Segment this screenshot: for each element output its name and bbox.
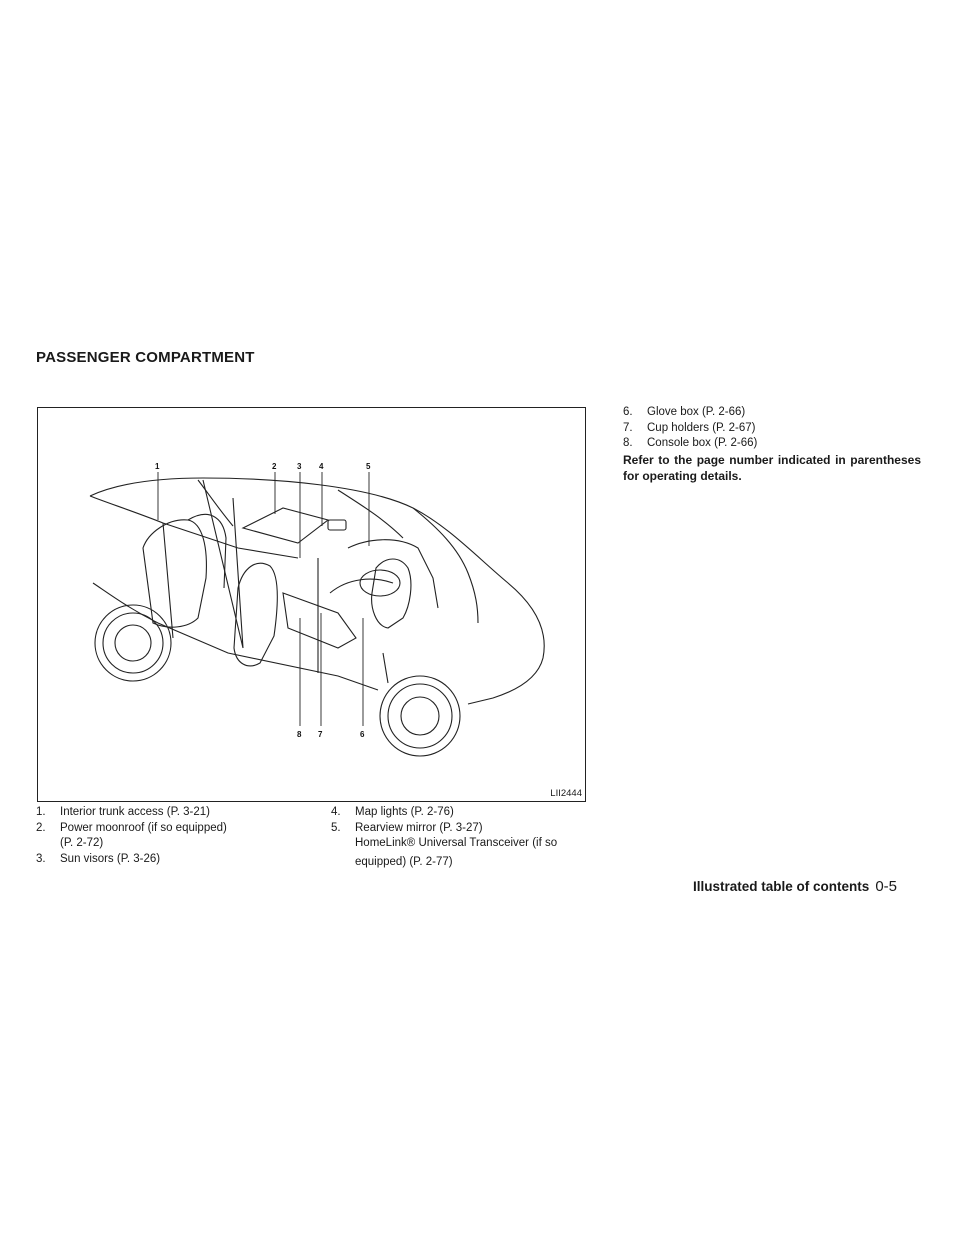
rear-wheel xyxy=(94,604,172,682)
legend-list-right: 6. Glove box (P. 2-66) 7. Cup holders (P… xyxy=(623,405,757,452)
car-interior-drawing: 1 2 3 4 5 8 7 6 xyxy=(89,462,545,757)
dashboard xyxy=(347,539,439,609)
legend-item-2: 2. Power moonroof (if so equipped) xyxy=(36,821,227,834)
moonroof-panel xyxy=(241,507,330,544)
car-body-outline xyxy=(89,477,545,705)
callout-4: 4 xyxy=(319,462,324,471)
legend-list-middle: 4. Map lights (P. 2-76) 5. Rearview mirr… xyxy=(331,805,557,870)
legend-item-1: 1. Interior trunk access (P. 3-21) xyxy=(36,806,210,818)
car-hood xyxy=(412,507,479,624)
legend-item-4: 4. Map lights (P. 2-76) xyxy=(331,806,454,818)
figure-code: LII2444 xyxy=(550,788,582,799)
driver-seat xyxy=(233,562,278,667)
legend-item-8: 8. Console box (P. 2-66) xyxy=(623,437,758,449)
legend-item-5: 5. Rearview mirror (P. 3-27) xyxy=(331,821,483,834)
page-number: 0-5 xyxy=(875,878,897,895)
rearview-mirror xyxy=(327,519,347,531)
callout-2: 2 xyxy=(272,462,277,471)
section-title: PASSENGER COMPARTMENT xyxy=(36,349,255,366)
callout-5: 5 xyxy=(366,462,371,471)
legend-list-left: 1. Interior trunk access (P. 3-21) 2. Po… xyxy=(36,805,227,867)
legend-item-2-continued: (P. 2-72) xyxy=(60,837,104,849)
callout-6: 6 xyxy=(360,730,365,739)
passenger-seat xyxy=(371,558,412,629)
footer-title: Illustrated table of contents xyxy=(693,879,870,894)
reference-note: Refer to the page number indicated in pa… xyxy=(623,453,921,483)
legend-item-5-continued: HomeLink® Universal Transceiver (if so xyxy=(355,837,558,849)
passenger-compartment-illustration: 1 2 3 4 5 8 7 6 LII2444 xyxy=(37,407,586,802)
callout-8: 8 xyxy=(297,730,302,739)
legend-item-6: 6. Glove box (P. 2-66) xyxy=(623,406,746,418)
page-footer: Illustrated table of contents 0-5 xyxy=(693,878,897,895)
steering-wheel xyxy=(359,569,401,597)
car-lower-body xyxy=(92,582,379,691)
legend-item-7: 7. Cup holders (P. 2-67) xyxy=(623,421,756,434)
callout-3: 3 xyxy=(297,462,302,471)
car-roofline xyxy=(89,495,299,559)
callout-1: 1 xyxy=(155,462,160,471)
rear-seat xyxy=(142,519,207,628)
callout-7: 7 xyxy=(318,730,323,739)
legend-item-5-continued-2: equipped) (P. 2-77) xyxy=(355,855,453,868)
front-wheel xyxy=(379,675,461,757)
windshield-frame xyxy=(197,479,404,539)
legend-item-3: 3. Sun visors (P. 3-26) xyxy=(36,852,161,865)
center-console xyxy=(282,592,357,649)
